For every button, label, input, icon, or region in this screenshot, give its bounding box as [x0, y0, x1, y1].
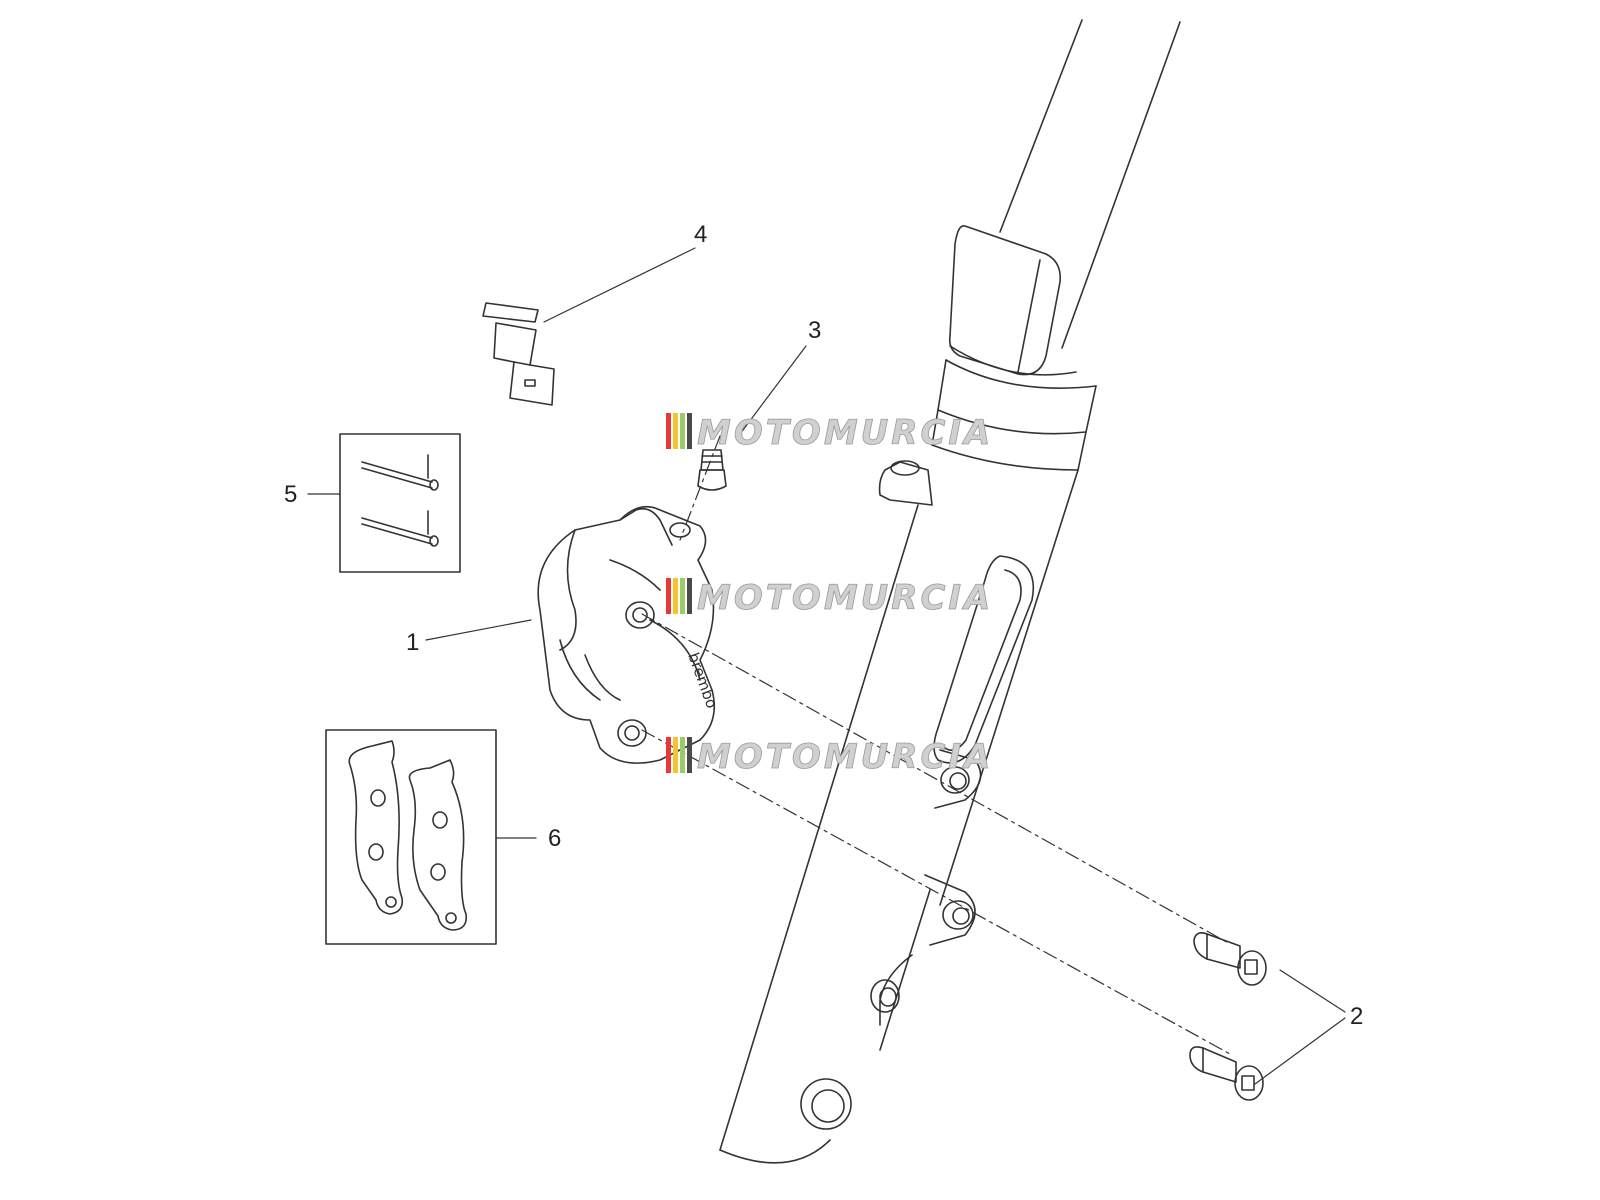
watermark-text: MOTOMURCIA — [697, 737, 993, 777]
caliper-bolts — [1189, 932, 1267, 1101]
brake-pads-kit — [325, 729, 497, 945]
watermark-text: MOTOMURCIA — [697, 413, 993, 453]
brake-caliper: brembo — [537, 505, 721, 764]
watermark-text: MOTOMURCIA — [697, 578, 993, 618]
watermark-top: MOTOMURCIA — [666, 413, 993, 453]
bleed-valve — [697, 449, 727, 491]
caliper-brand-label: brembo — [684, 650, 721, 711]
leader-lines — [307, 247, 1346, 1085]
callout-5: 5 — [284, 481, 297, 508]
assembly-centerlines — [641, 435, 1231, 1055]
callout-1: 1 — [406, 629, 419, 656]
callout-2: 2 — [1350, 1003, 1363, 1030]
callout-4: 4 — [694, 221, 707, 248]
watermark-bottom: MOTOMURCIA — [666, 737, 993, 777]
callout-3: 3 — [808, 317, 821, 344]
watermark-middle: MOTOMURCIA — [666, 578, 993, 618]
pad-pins-kit — [339, 433, 461, 573]
pad-spring — [482, 302, 555, 406]
callout-6: 6 — [548, 825, 561, 852]
